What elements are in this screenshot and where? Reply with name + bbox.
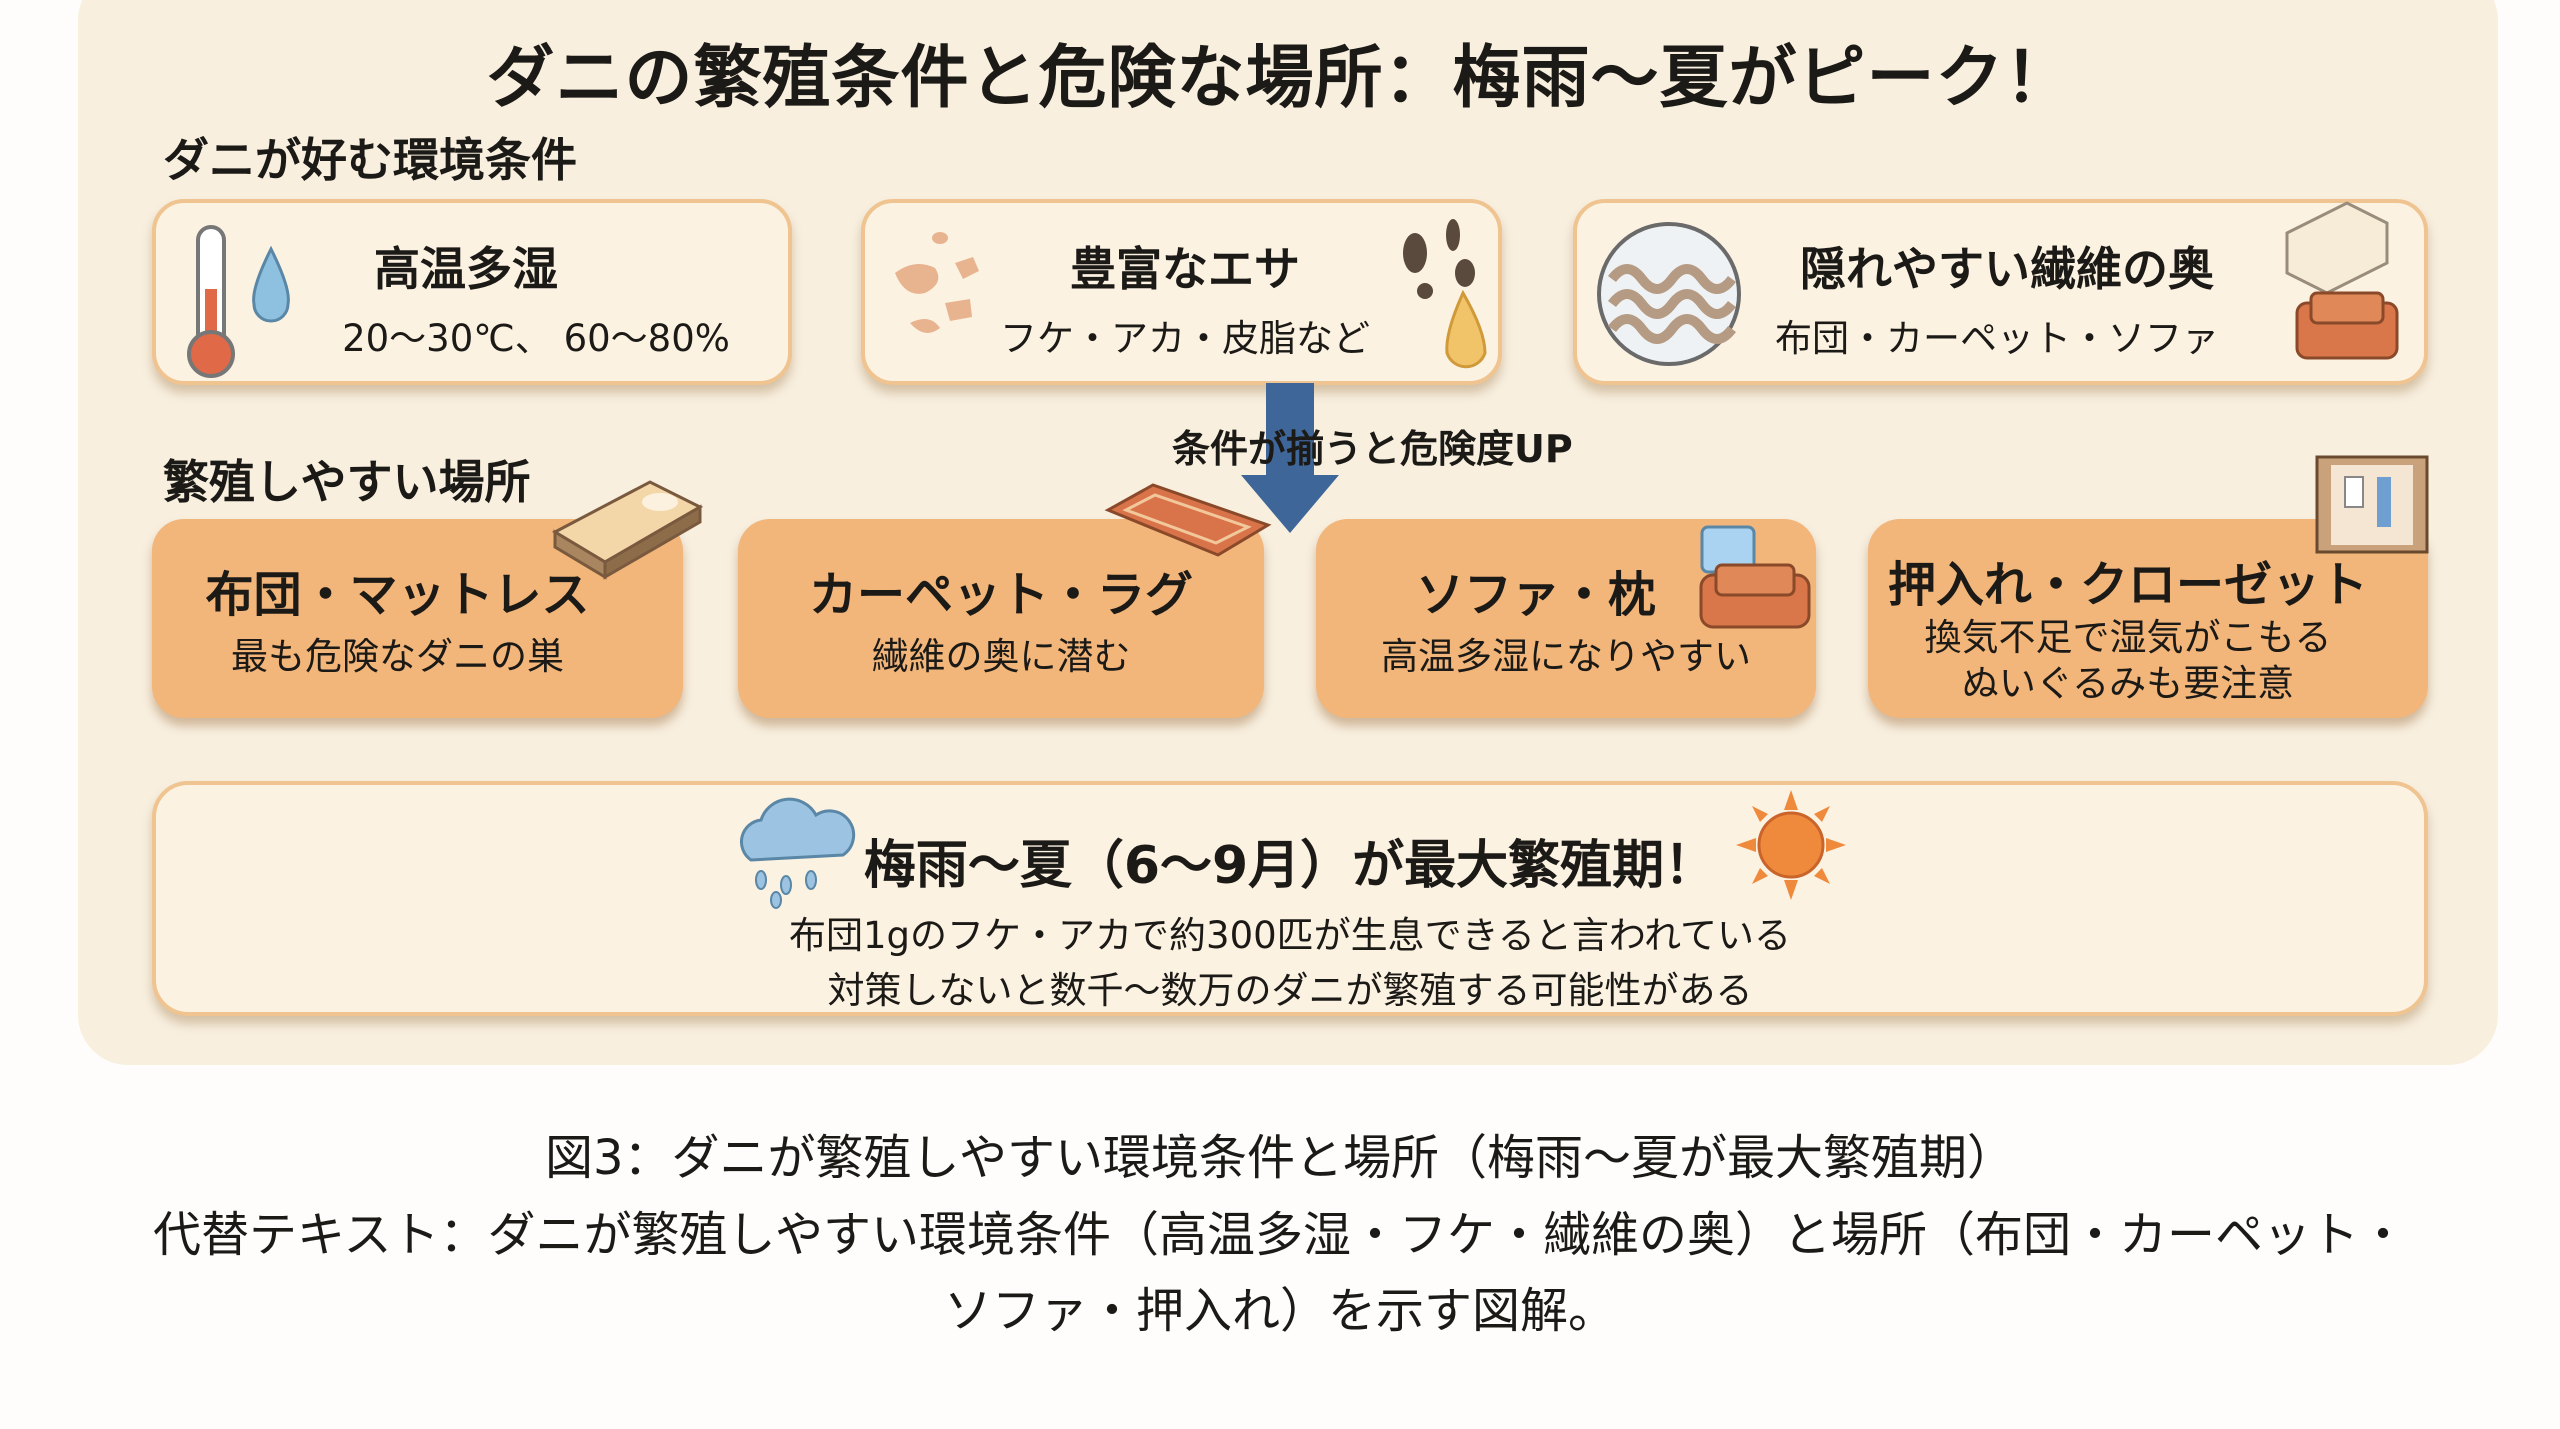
place-note: 高温多湿になりやすい — [1381, 635, 1751, 678]
season-title: 梅雨〜夏（6〜9月）が最大繁殖期！ — [863, 836, 1717, 896]
rain-cloud-icon — [740, 797, 856, 909]
place-title: ソファ・枕 — [1415, 567, 1656, 623]
place-title: 押入れ・クローゼット — [1887, 557, 2368, 613]
place-title: カーペット・ラグ — [808, 567, 1193, 623]
down-arrow-icon — [1241, 383, 1339, 533]
dirt-oil-drop-icon — [1403, 219, 1487, 369]
figure-caption: 図3：ダニが繁殖しやすい環境条件と場所（梅雨〜夏が最大繁殖期） — [544, 1130, 2016, 1186]
arrow-label: 条件が揃うと危険度UP — [1172, 427, 1573, 471]
sofa-pillow-icon — [1699, 525, 1811, 629]
condition-title: 隠れやすい繊維の奥 — [1800, 242, 2214, 296]
condition-title: 高温多湿 — [374, 242, 558, 296]
place-note: 最も危険なダニの巣 — [231, 635, 564, 678]
condition-card-heat-humidity: 高温多湿 20〜30℃、 60〜80% — [152, 199, 792, 385]
conditions-section-label: ダニが好む環境条件 — [163, 133, 577, 187]
rug-icon — [1104, 483, 1272, 557]
place-card-futon: 布団・マットレス 最も危険なダニの巣 — [152, 519, 683, 718]
place-note: 繊維の奥に潜む — [871, 635, 1131, 678]
sun-icon — [1736, 790, 1846, 900]
bed-icon — [551, 480, 704, 580]
alt-text-line: 代替テキスト：ダニが繁殖しやすい環境条件（高温多湿・フケ・繊維の奥）と場所（布団… — [152, 1207, 2408, 1263]
season-card: 梅雨〜夏（6〜9月）が最大繁殖期！ 布団1gのフケ・アカで約300匹が生息できる… — [152, 781, 2428, 1016]
season-line: 対策しないと数千〜数万のダニが繁殖する可能性がある — [827, 969, 1753, 1012]
place-note: ぬいぐるみも要注意 — [1961, 662, 2295, 705]
condition-subtitle: フケ・アカ・皮脂など — [1000, 317, 1370, 360]
condition-title: 豊富なエサ — [1070, 242, 1300, 296]
season-line: 布団1gのフケ・アカで約300匹が生息できると言われている — [789, 914, 1791, 957]
place-title: 布団・マットレス — [205, 567, 590, 623]
places-section-label: 繁殖しやすい場所 — [163, 455, 531, 509]
place-card-carpet: カーペット・ラグ 繊維の奥に潜む — [738, 519, 1264, 718]
condition-subtitle: 布団・カーペット・ソファ — [1775, 317, 2219, 360]
place-note: 換気不足で湿気がこもる — [1924, 616, 2332, 659]
condition-card-fibers: 隠れやすい繊維の奥 布団・カーペット・ソファ — [1573, 199, 2428, 385]
infographic-title: ダニの繁殖条件と危険な場所：梅雨〜夏がピーク！ — [486, 39, 2074, 118]
thermometer-water-drop-icon — [187, 225, 290, 378]
alt-text-line: ソファ・押入れ）を示す図解。 — [943, 1283, 1616, 1339]
closet-icon — [2315, 455, 2429, 554]
futon-sofa-icon — [2285, 201, 2399, 360]
condition-subtitle: 20〜30℃、 60〜80% — [342, 317, 730, 360]
skin-flakes-icon — [895, 232, 979, 333]
fiber-closeup-icon — [1597, 222, 1741, 366]
condition-card-food: 豊富なエサ フケ・アカ・皮脂など — [861, 199, 1502, 385]
